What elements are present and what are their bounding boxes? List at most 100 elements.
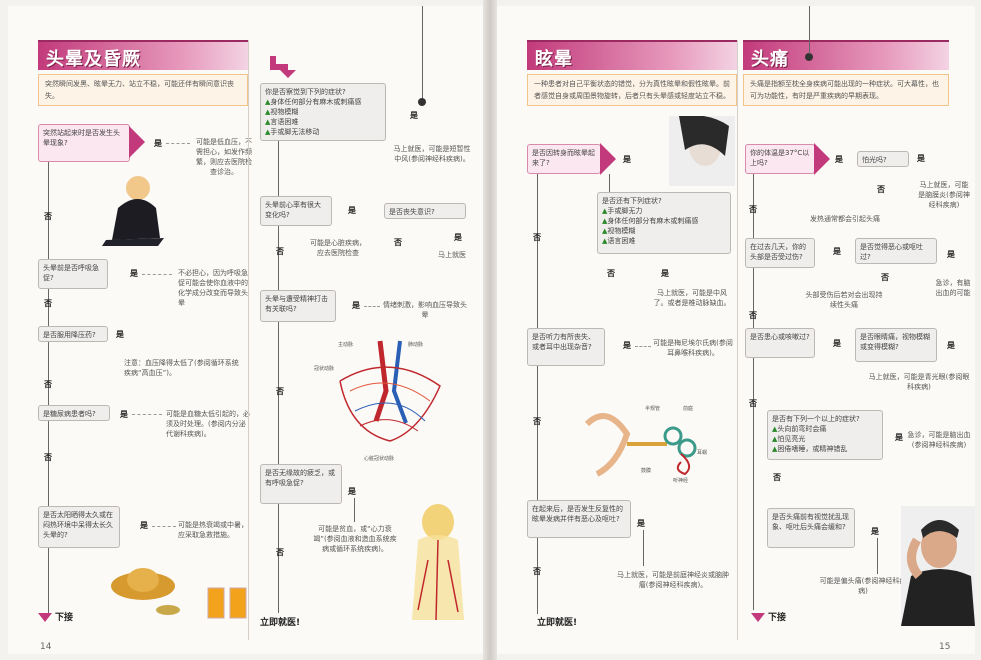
arrow-icon: [814, 143, 830, 175]
question-migraine: 是否头痛前有视觉扰乱现象、呕吐后头痛会缓和?: [767, 508, 855, 548]
question-heat: 是否太阳晒得太久或在闷热环境中呆得太长久头晕的?: [38, 506, 120, 548]
vertigo-flow-line: [537, 174, 538, 614]
no-label: 否: [276, 247, 284, 256]
no-label: 否: [533, 417, 541, 426]
answer-meningitis: 马上就医，可能是脑膜炎(参阅神经科疾病): [918, 181, 970, 209]
yes-label: 是: [154, 139, 162, 148]
question-eye-pain: 是否眼睛痛，视物模糊或变得模糊?: [855, 328, 937, 362]
symptom-item: ▲怕见亮光: [772, 435, 806, 443]
sitting-person-photo: [102, 176, 164, 246]
symptom-item: ▲视物模糊: [265, 108, 299, 116]
question-standing: 突然站起来时是否发生头晕现象?: [38, 124, 130, 162]
question-turning: 是否因转身而眩晕起来了?: [527, 144, 601, 174]
answer-stroke: 马上就医，可能是中风了。或者是椎动脉缺血。: [653, 289, 731, 307]
symptom-item: ▲言语困难: [265, 118, 299, 126]
circulatory-illustration: [412, 504, 464, 621]
continue-text: 下接: [768, 613, 787, 623]
answer-emotion: 情绪刺激，影响血压导致头晕: [383, 301, 467, 319]
answer-hemorrhage: 急诊，有脑出血的可能: [935, 279, 971, 297]
symptom-item: ▲视物模糊: [602, 227, 636, 235]
connector: [132, 414, 162, 415]
symptom-item: ▲身体任何部分有麻木或刺痛感: [602, 217, 699, 225]
question-neuro-symptoms: 你是否察觉到下列的症状? ▲身体任何部分有麻木或刺痛感 ▲视物模糊 ▲言语困难 …: [260, 83, 386, 141]
question-breathing: 头晕前是否呼吸急促?: [38, 259, 108, 289]
symptom-item: ▲手或脚无力: [602, 207, 643, 215]
answer-anemia: 可能是贫血，或“心力衰竭”(参阅血液和造血系统疾病或循环系统疾病)。: [313, 525, 397, 553]
intro-text: 突然瞬间发黑、眩晕无力、站立不稳，可能还伴有瞬间意识丧失。: [38, 74, 248, 106]
left-page: 头晕及昏厥 突然瞬间发黑、眩晕无力、站立不稳，可能还伴有瞬间意识丧失。 突然站起…: [8, 6, 483, 654]
answer-injury: 头部受伤后若对会出现持续性头痛: [805, 291, 883, 309]
heart-caption: 心脏冠状动脉: [364, 456, 395, 462]
answer-migraine: 可能是偏头痛(参阅神经科疾病): [819, 577, 907, 595]
down-arrow-icon: [270, 56, 296, 78]
no-label: 否: [394, 238, 402, 247]
no-label: 否: [773, 473, 781, 482]
question-hearing: 是否听力有所丧失、或者耳中出现杂音?: [527, 328, 605, 366]
connector: [422, 6, 423, 102]
answer-see-doctor: 马上就医: [438, 251, 466, 259]
yes-label: 是: [661, 269, 669, 278]
inner-ear-illustration: [584, 413, 697, 477]
right-page: 眩晕 一种患者对自己平衡状态的错觉，分为真性眩晕和假性眩晕。前者感觉自身或周围景…: [497, 6, 975, 654]
answer-heat: 可能是热衰竭或中暑，应采取急救措施。: [178, 521, 248, 539]
yes-label: 是: [348, 487, 356, 496]
question-vertigo-symptoms: 是否还有下列症状? ▲手或脚无力 ▲身体任何部分有麻木或刺痛感 ▲视物模糊 ▲语…: [597, 192, 731, 254]
answer-glaucoma: 马上就医，可能是青光眼(参阅眼科疾病): [868, 373, 970, 391]
arrow-icon: [600, 143, 616, 175]
yes-label: 是: [833, 247, 841, 256]
question-head-injury: 在过去几天，你的头部是否受过伤?: [745, 238, 815, 268]
book-gutter: [483, 0, 497, 660]
question-vomit: 是否觉得恶心或呕吐过?: [855, 238, 937, 264]
ear-label: 耳蜗: [697, 450, 708, 456]
connector: [877, 538, 878, 574]
bullet-dot: [805, 53, 813, 61]
yes-label: 是: [623, 341, 631, 350]
no-label: 否: [44, 380, 52, 389]
headache-woman-photo: [669, 116, 735, 186]
answer-fever: 发热通常都会引起头痛: [810, 215, 880, 223]
page-title-dizziness: 头晕及昏厥: [38, 40, 248, 70]
page-number: 14: [40, 642, 52, 652]
no-label: 否: [44, 212, 52, 221]
question-cough: 是否患心或咳嗽过?: [745, 328, 815, 358]
title-text: 眩晕: [535, 49, 573, 70]
question-diabetes: 是糖尿病患者吗?: [38, 405, 110, 421]
no-label: 否: [533, 233, 541, 242]
urgent-text: 立即就医!: [260, 618, 301, 628]
answer-vestibular: 马上就医，可能是前庭神经炎或脑肿瘤(参阅神经科疾病)。: [617, 571, 729, 589]
yes-label: 是: [637, 519, 645, 528]
sun-hat-and-drinks-photo: [111, 568, 247, 619]
answer-diabetes: 可能是血糖太低引起的，必须及时处理。(参阅内分泌代谢科疾病)。: [166, 410, 250, 438]
connector: [609, 174, 610, 192]
symptom-item: ▲头向前弯时会痛: [772, 425, 827, 433]
question-headache-symptoms: 是否有下列一个以上的症状? ▲头向前弯时会痛 ▲怕见亮光 ▲困倦嗜睡，或精神错乱: [767, 410, 883, 460]
arrow-icon: [129, 126, 145, 158]
question-fatigue: 是否无缘故的疲乏，或有呼吸急促?: [260, 464, 342, 504]
yes-label: 是: [947, 341, 955, 350]
answer-heart: 可能是心脏疾病，应去医院检查: [310, 239, 366, 257]
page-title-vertigo: 眩晕: [527, 40, 737, 70]
no-label: 否: [749, 205, 757, 214]
question-title: 是否有下列一个以上的症状?: [772, 415, 860, 423]
connector: [354, 498, 355, 522]
continue-indicator: 下接: [751, 610, 786, 623]
question-mental-shock: 头晕与遭受精神打击有关联吗?: [260, 290, 336, 322]
yes-label: 是: [454, 233, 462, 242]
column-divider: [737, 40, 738, 640]
yes-label: 是: [120, 410, 128, 419]
symptom-item: ▲身体任何部分有麻木或刺痛感: [265, 98, 362, 106]
yes-label: 是: [623, 155, 631, 164]
connector: [152, 526, 176, 527]
bullet-dot: [418, 98, 426, 106]
no-label: 否: [881, 273, 889, 282]
no-label: 否: [276, 387, 284, 396]
symptom-item: ▲语言困难: [602, 237, 636, 245]
headache-flow-line: [753, 174, 754, 610]
page-number: 15: [939, 642, 951, 652]
heart-label: 冠状动脉: [314, 366, 335, 372]
heart-label: 肺动脉: [408, 342, 424, 348]
yes-label: 是: [947, 250, 955, 259]
connector: [166, 143, 190, 144]
yes-label: 是: [410, 111, 418, 120]
page-title-headache: 头痛: [743, 40, 949, 70]
